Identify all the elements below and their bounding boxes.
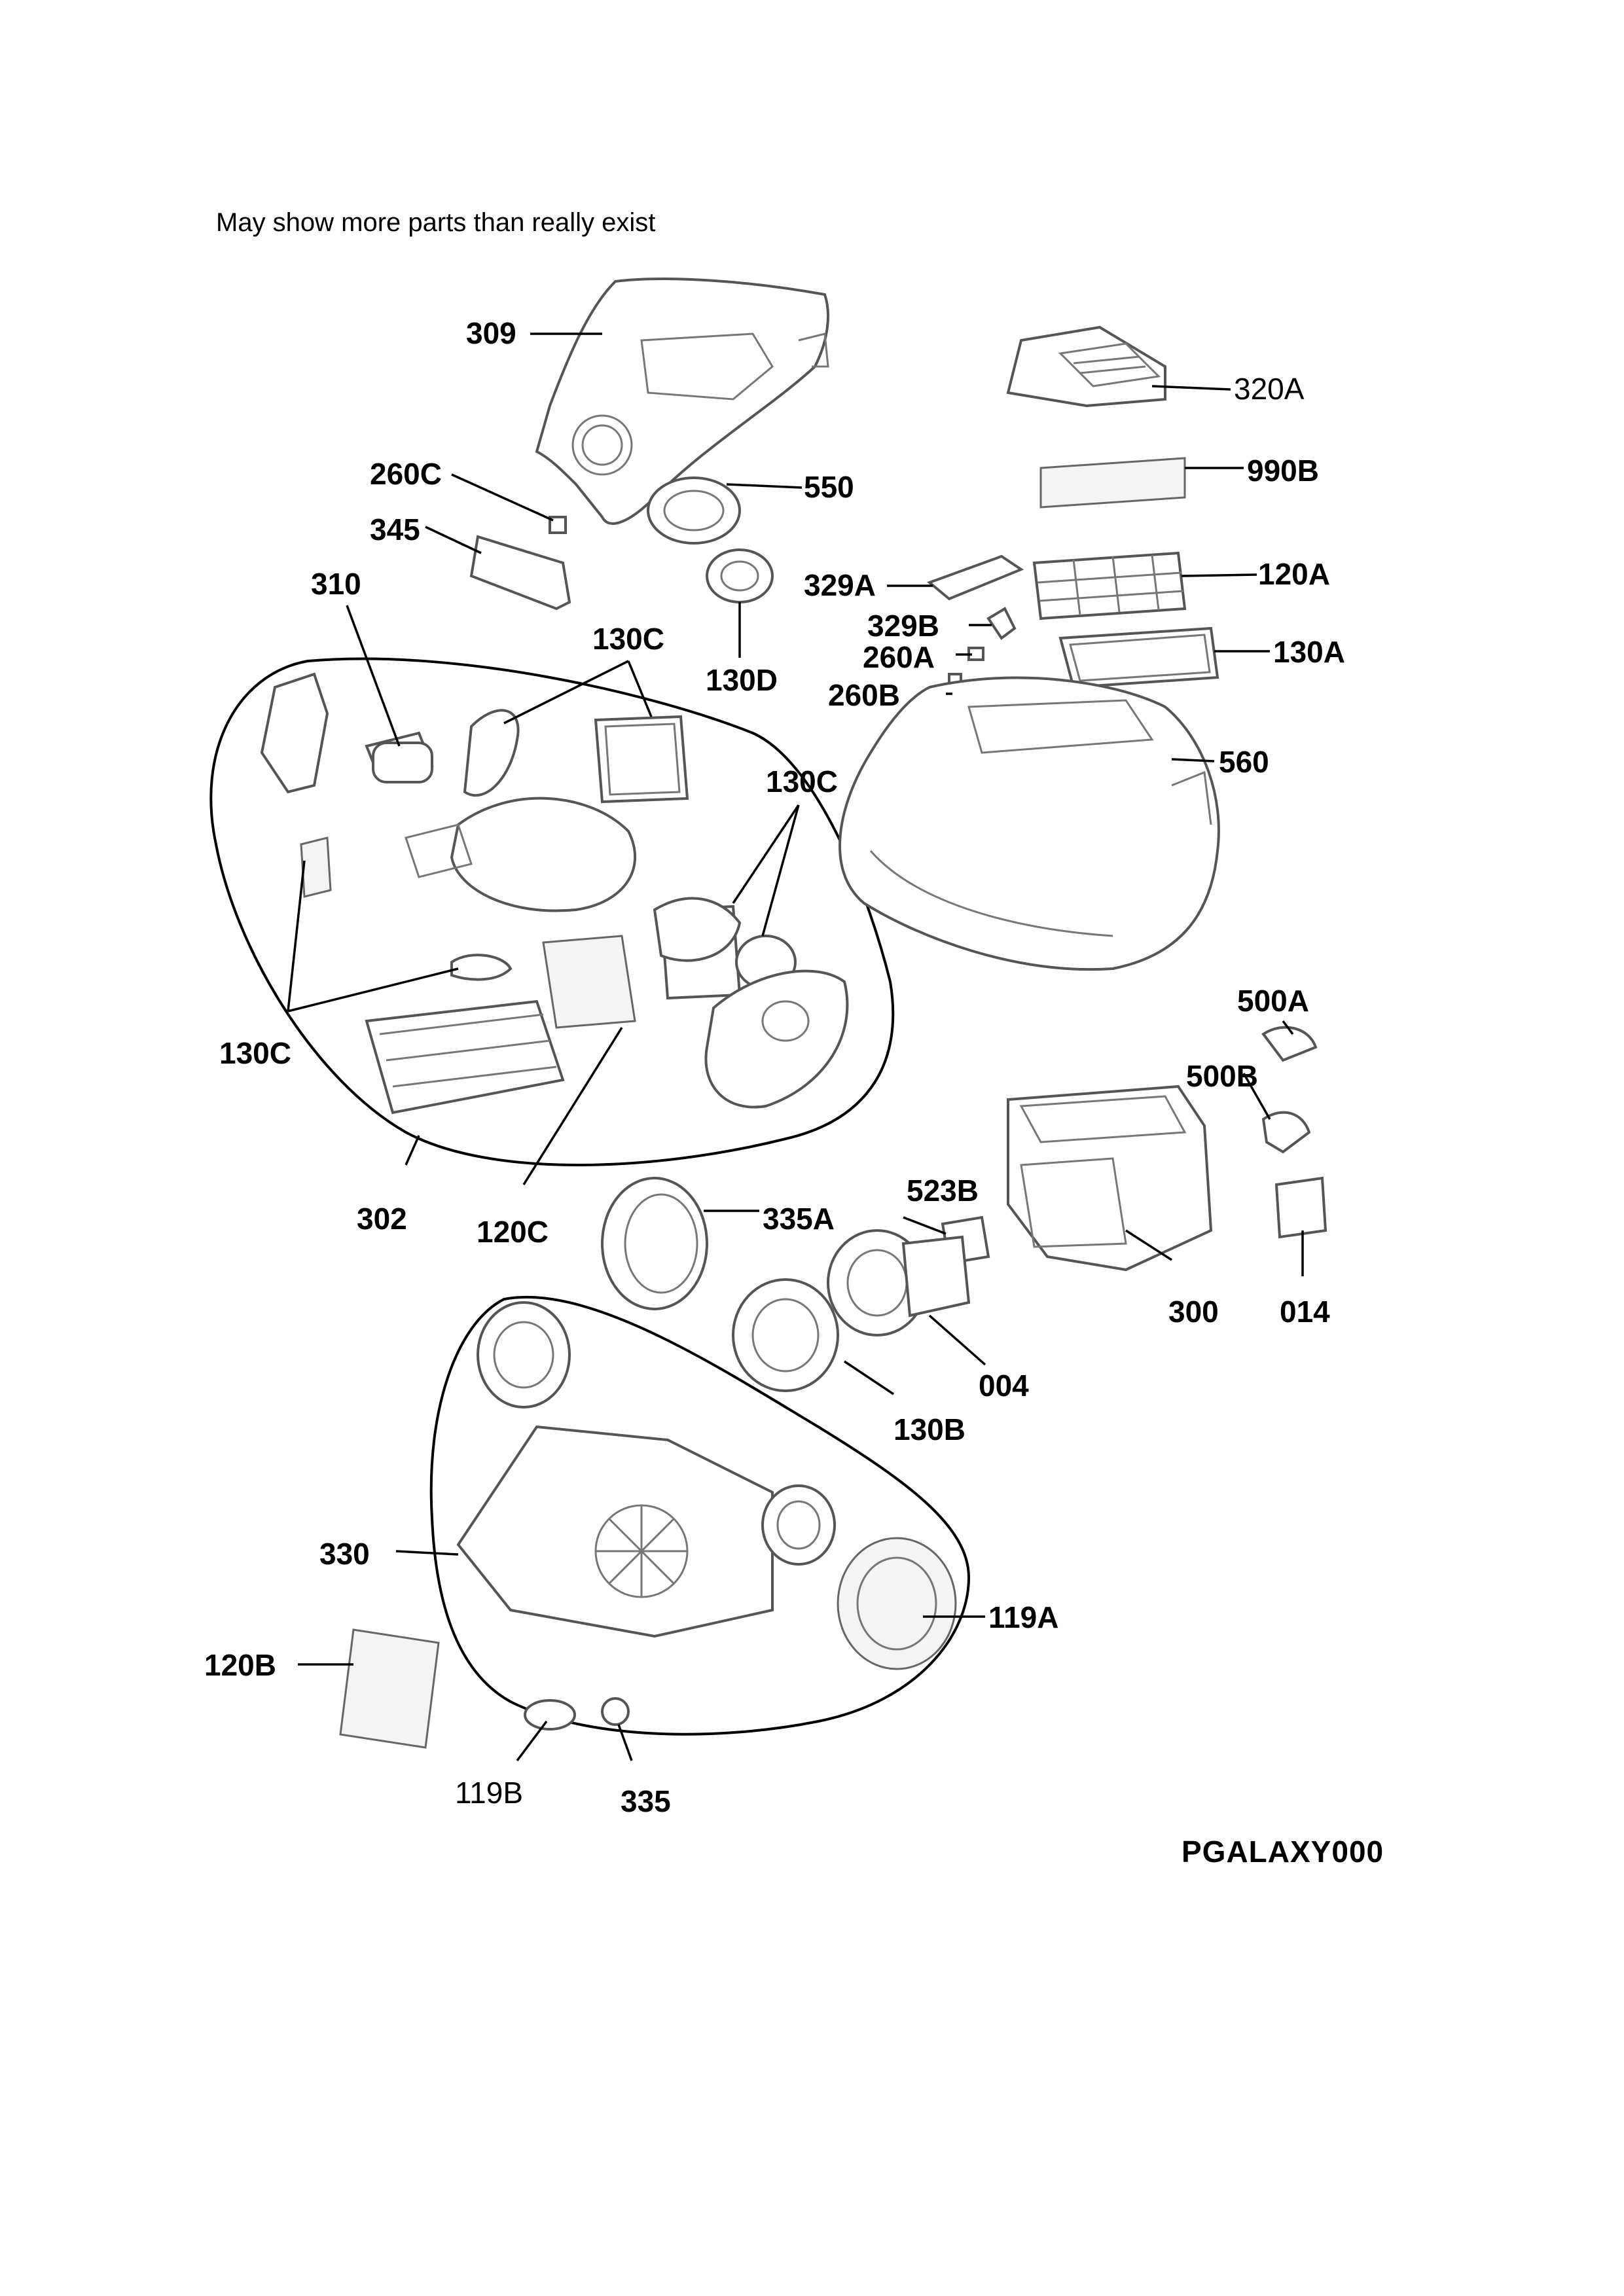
label-260A: 260A — [863, 640, 935, 674]
label-335: 335 — [621, 1784, 671, 1818]
label-130C-left: 130C — [219, 1036, 291, 1070]
disclaimer-note: May show more parts than really exist — [216, 208, 656, 237]
label-119B: 119B — [455, 1776, 523, 1810]
label-300: 300 — [1168, 1295, 1219, 1329]
part-329A-clip — [927, 554, 1024, 601]
label-004: 004 — [979, 1369, 1029, 1403]
part-320A-filter-grille — [1006, 325, 1166, 408]
label-309: 309 — [466, 316, 516, 350]
label-302: 302 — [357, 1202, 407, 1236]
part-120A-hepa-filter — [1032, 551, 1187, 620]
label-130B: 130B — [893, 1412, 965, 1446]
label-120B: 120B — [204, 1648, 276, 1682]
label-310: 310 — [311, 567, 361, 601]
label-014: 014 — [1280, 1295, 1330, 1329]
label-335A: 335A — [763, 1202, 835, 1236]
label-119A: 119A — [988, 1600, 1058, 1634]
part-330-base-body — [456, 1301, 957, 1670]
label-330: 330 — [319, 1537, 370, 1571]
label-550: 550 — [804, 470, 854, 504]
part-302-dust-container-parts — [260, 672, 849, 1115]
label-329B: 329B — [867, 609, 939, 643]
label-329A: 329A — [804, 568, 876, 602]
label-345: 345 — [370, 512, 420, 547]
label-260C: 260C — [370, 457, 442, 491]
label-130C-right: 130C — [766, 764, 838, 798]
part-300-motor-housing — [1007, 1085, 1213, 1272]
part-130A-gasket — [1058, 626, 1219, 689]
part-500B-button — [1261, 1111, 1311, 1154]
leader-lines — [287, 332, 1304, 1762]
part-004-motor — [827, 1229, 971, 1336]
part-120B-filter-plate — [339, 1628, 440, 1749]
label-990B: 990B — [1247, 454, 1319, 488]
part-014-cartridge — [1274, 1176, 1327, 1239]
part-130D-ring — [706, 548, 774, 603]
label-320A: 320A — [1234, 372, 1305, 406]
diagram-code: PGALAXY000 — [1182, 1835, 1384, 1869]
part-119B-wheel — [524, 1699, 576, 1731]
part-500A-button — [1261, 1026, 1318, 1062]
label-560: 560 — [1219, 745, 1269, 779]
part-550-swivel — [647, 476, 741, 545]
part-560-upper-housing — [839, 676, 1220, 971]
part-345-latch — [469, 535, 571, 611]
group-outline-302 — [209, 657, 895, 1166]
part-990B-filter-pad — [1039, 457, 1186, 509]
part-335A-motor-cover — [601, 1177, 708, 1310]
label-120C: 120C — [477, 1215, 549, 1249]
label-130D: 130D — [706, 663, 778, 697]
label-120A: 120A — [1258, 557, 1330, 591]
label-260B: 260B — [828, 678, 900, 712]
label-130C-top: 130C — [592, 622, 664, 656]
label-523B: 523B — [907, 1174, 979, 1208]
group-outline-330 — [429, 1295, 971, 1736]
label-500A: 500A — [1237, 984, 1309, 1018]
label-130A: 130A — [1273, 635, 1345, 669]
part-335-plug — [601, 1697, 630, 1726]
part-309-top-cover — [535, 278, 829, 525]
part-329B-spring — [986, 607, 1017, 640]
part-130B-motor-seal — [732, 1278, 839, 1392]
label-500B: 500B — [1186, 1059, 1258, 1093]
